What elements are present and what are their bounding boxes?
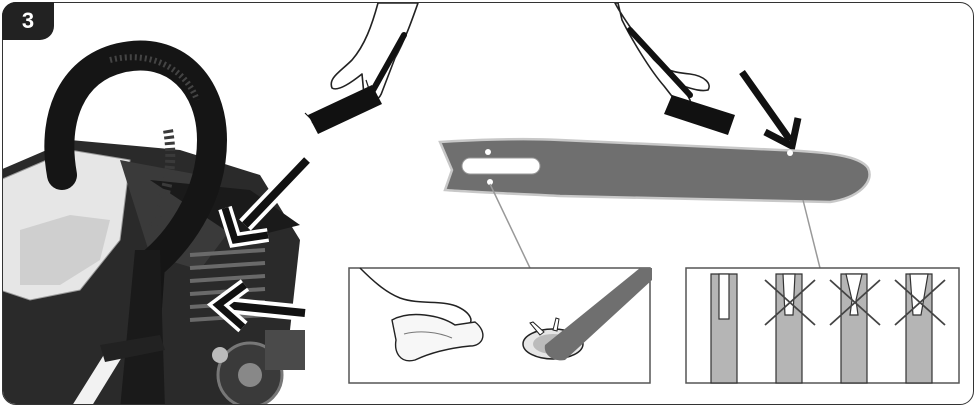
oil-hole-cleaning-panel xyxy=(349,268,652,383)
hand-icon xyxy=(615,3,709,108)
step-number-badge: 3 xyxy=(2,2,54,40)
arrow-icon xyxy=(742,72,798,146)
leader-line xyxy=(803,200,820,268)
cleaning-brush-icon xyxy=(630,30,735,135)
groove-wear-panel xyxy=(686,268,959,383)
leader-line xyxy=(490,184,530,268)
guide-bar-icon xyxy=(440,139,870,202)
